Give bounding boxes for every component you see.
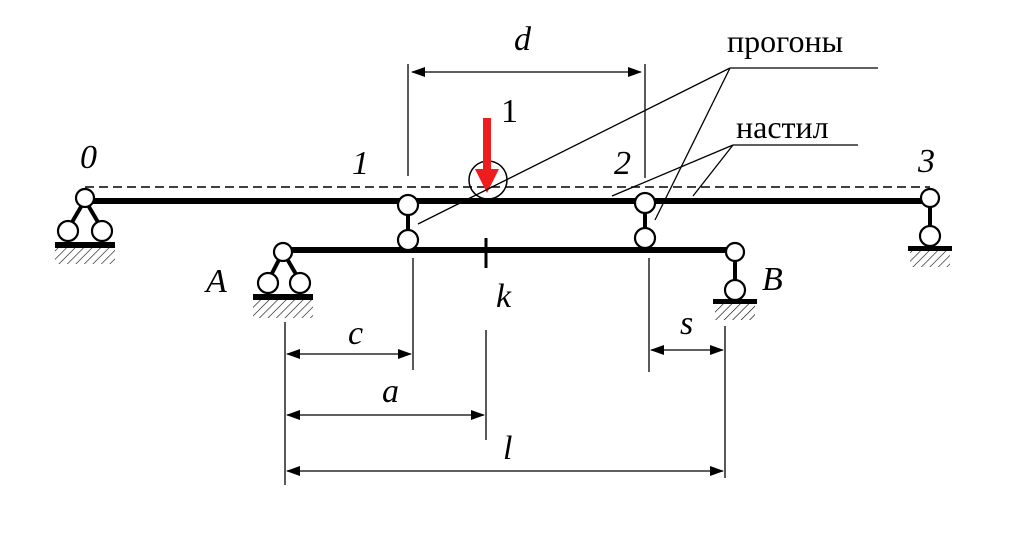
label-point-k: k	[496, 278, 512, 315]
support-3	[908, 187, 952, 267]
label-support-3: 3	[917, 143, 935, 180]
callout-purlins-label: прогоны	[727, 23, 843, 59]
purlin-2	[633, 191, 657, 250]
label-support-a: A	[204, 263, 227, 300]
callout-lines-purlins	[417, 67, 878, 225]
callout-decking-label: настил	[736, 109, 829, 145]
support-a	[253, 241, 313, 318]
label-support-0: 0	[80, 139, 97, 176]
load-arrow	[475, 118, 499, 193]
label-support-b: B	[762, 261, 783, 298]
support-b	[713, 241, 757, 320]
label-dim-c: c	[348, 315, 363, 352]
support-0	[55, 187, 115, 264]
label-support-1: 1	[352, 145, 369, 182]
purlin-1	[396, 193, 420, 252]
label-dim-l: l	[503, 430, 512, 467]
label-dim-s: s	[680, 305, 693, 342]
label-dim-d: d	[514, 21, 532, 58]
label-support-2: 2	[614, 145, 631, 182]
label-load-number: 1	[501, 93, 518, 130]
extension-lines	[284, 64, 726, 485]
callout-lines-decking	[611, 144, 858, 197]
label-dim-a: a	[382, 373, 399, 410]
